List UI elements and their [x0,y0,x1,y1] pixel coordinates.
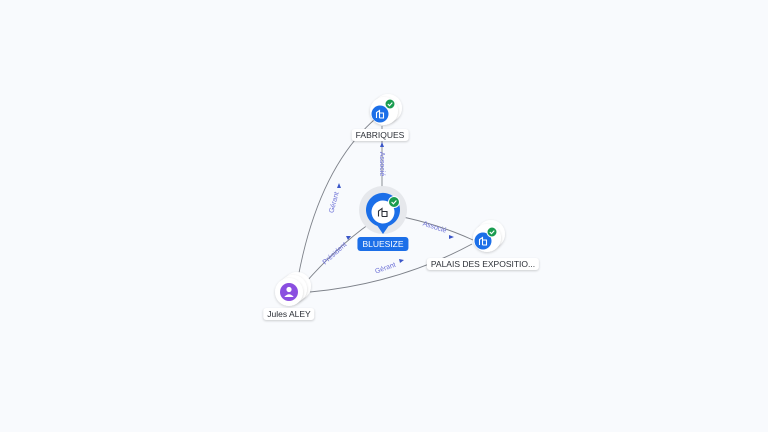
edge-label-jules-bluesize: Président [322,241,349,266]
building-icon [375,109,385,119]
arrow-bluesize-palais [449,235,454,239]
edge-label-bluesize-palais: Associé [422,220,448,234]
edge-arrows [337,142,454,263]
edge-label-jules-palais: Gérant [374,262,397,276]
edge-label-bluesize-fabriques: Associé [378,152,385,177]
building-icon [377,207,388,218]
arrow-jules-bluesize [346,236,351,240]
person-icon [284,286,294,297]
node-label-bluesize[interactable]: BLUESIZE [357,237,409,251]
edge-label-jules-fabriques: Gérant [328,191,340,214]
node-label-fabriques[interactable]: FABRIQUES [351,129,409,141]
edge-jules-bluesize[interactable] [305,221,373,283]
verified-check-icon [388,196,400,208]
node-bluesize[interactable] [359,186,407,234]
arrow-jules-palais [399,259,404,263]
building-icon [478,236,488,246]
arrow-jules-fabriques [337,183,341,188]
node-jules[interactable] [275,272,311,306]
edge-jules-palais[interactable] [309,243,473,293]
check-mark-icon [387,102,393,107]
arrow-bluesize-fabriques [380,142,384,147]
check-mark-icon [391,200,397,205]
check-mark-icon [489,230,495,235]
node-palais[interactable] [473,220,505,252]
verified-check-icon [486,226,498,238]
node-label-jules[interactable]: Jules ALEY [263,308,315,320]
node-fabriques[interactable] [370,94,402,125]
node-label-palais[interactable]: PALAIS DES EXPOSITIO... [426,258,540,270]
verified-check-icon [384,98,396,110]
